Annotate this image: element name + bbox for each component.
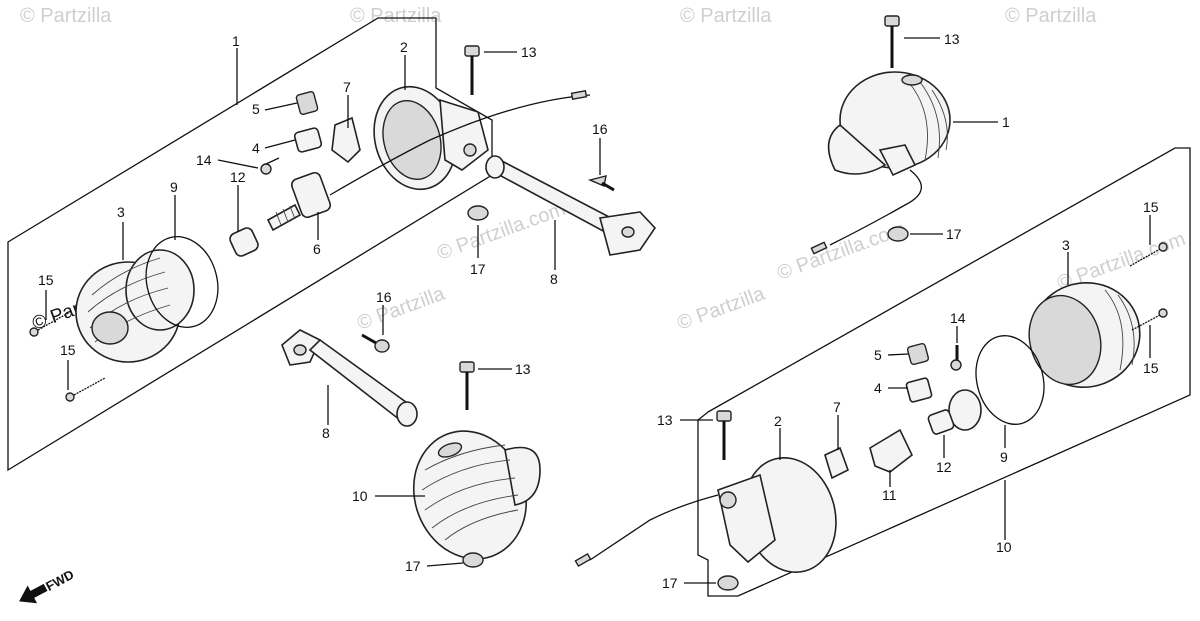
left-nut-17 (467, 205, 489, 221)
right-top-turn-signal (827, 71, 951, 177)
callout-right-15a: 15 (1143, 199, 1159, 215)
right-top-bolt-13 (884, 15, 900, 68)
right-clip (824, 446, 849, 480)
callout-left-8: 8 (550, 271, 558, 287)
left-lens (75, 249, 195, 363)
callout-right-15b: 15 (1143, 360, 1159, 376)
right-bottom-wire-connector (574, 552, 592, 568)
left-housing (373, 85, 489, 191)
callout-mid-10: 10 (352, 488, 368, 504)
callout-left-2: 2 (400, 39, 408, 55)
watermark: © Partzilla (1005, 5, 1097, 27)
callout-left-9: 9 (170, 179, 178, 195)
mid-stay (281, 329, 418, 427)
left-wire-connector (570, 90, 588, 100)
watermark: © Partzilla (20, 5, 112, 27)
right-screw-14 (950, 345, 962, 371)
right-bottom-wire (589, 494, 719, 561)
left-screw-16 (587, 175, 615, 192)
callout-mid-16: 16 (376, 289, 392, 305)
callout-right-7: 7 (833, 399, 841, 415)
callout-mid-8: 8 (322, 425, 330, 441)
left-socket-plate (293, 127, 323, 153)
mid-screw-16 (361, 333, 390, 353)
watermark: © Partzilla (680, 5, 772, 27)
callout-right-3: 3 (1062, 237, 1070, 253)
right-socket-11 (869, 428, 914, 473)
right-gasket (975, 335, 1045, 425)
right-top-wire (829, 169, 922, 246)
callout-right-10: 10 (996, 539, 1012, 555)
callout-right-13b: 13 (657, 412, 673, 428)
left-screw-14 (260, 157, 280, 175)
callout-right-13: 13 (944, 31, 960, 47)
mid-leader-lines (327, 305, 512, 567)
callout-left-1: 1 (232, 33, 240, 49)
callout-right-14: 14 (950, 310, 966, 326)
callout-right-17b: 17 (662, 575, 678, 591)
right-housing (717, 456, 837, 574)
callout-mid-13: 13 (515, 361, 531, 377)
left-assembly-frame (7, 17, 493, 472)
callout-left-6: 6 (313, 241, 321, 257)
callout-right-4: 4 (874, 380, 882, 396)
left-leader-lines (45, 48, 601, 390)
callout-left-7: 7 (343, 79, 351, 95)
callout-right-9: 9 (1000, 449, 1008, 465)
callout-right-11: 11 (882, 487, 897, 503)
right-washer (906, 342, 930, 366)
right-screw-15a (1129, 242, 1168, 267)
left-gasket (145, 236, 219, 328)
mid-bolt-13 (459, 361, 475, 410)
watermark: © Partzilla (354, 282, 448, 334)
left-screw-15b (65, 377, 106, 402)
right-bolt-13b (716, 410, 732, 460)
callout-left-15a: 15 (38, 272, 54, 288)
callout-right-17: 17 (946, 226, 962, 242)
callout-left-17: 17 (470, 261, 486, 277)
callout-right-5: 5 (874, 347, 882, 363)
right-assembly-frame (697, 147, 1191, 597)
watermark: © Partzilla (674, 282, 768, 334)
left-bolt-13 (464, 45, 480, 95)
right-lens (1028, 281, 1141, 389)
callout-mid-17: 17 (405, 558, 421, 574)
left-washer (295, 90, 319, 116)
left-stay (485, 155, 657, 256)
right-top-leader-lines (904, 37, 998, 235)
callout-right-2: 2 (774, 413, 782, 429)
callout-left-14: 14 (196, 152, 212, 168)
watermark: © Partzilla.com (774, 218, 908, 285)
callout-left-16: 16 (592, 121, 608, 137)
mid-nut-17 (462, 552, 484, 568)
left-screw-15a (29, 311, 71, 337)
callout-right-1: 1 (1002, 114, 1010, 130)
callout-left-12: 12 (230, 169, 246, 185)
right-socket-plate (905, 377, 933, 403)
callout-left-13: 13 (521, 44, 537, 60)
watermark: © Partzilla.com (434, 198, 568, 265)
right-bulb (927, 389, 982, 435)
watermark: © Partzilla (350, 5, 442, 27)
mid-turn-signal (412, 430, 541, 560)
fwd-arrow: FWD (19, 567, 76, 604)
right-top-wire-connector (810, 241, 828, 255)
fwd-label: FWD (43, 567, 76, 594)
left-bulb (229, 227, 259, 257)
callout-left-4: 4 (252, 140, 260, 156)
left-socket (266, 171, 332, 232)
callout-right-12: 12 (936, 459, 952, 475)
callout-left-3: 3 (117, 204, 125, 220)
callout-left-5: 5 (252, 101, 260, 117)
callout-left-15b: 15 (60, 342, 76, 358)
left-wire (329, 94, 591, 196)
left-clip (331, 116, 361, 164)
right-top-nut-17 (887, 226, 909, 242)
right-bottom-leader-lines (680, 215, 1151, 584)
right-screw-15b (1131, 308, 1168, 331)
right-nut-17b (717, 575, 739, 591)
